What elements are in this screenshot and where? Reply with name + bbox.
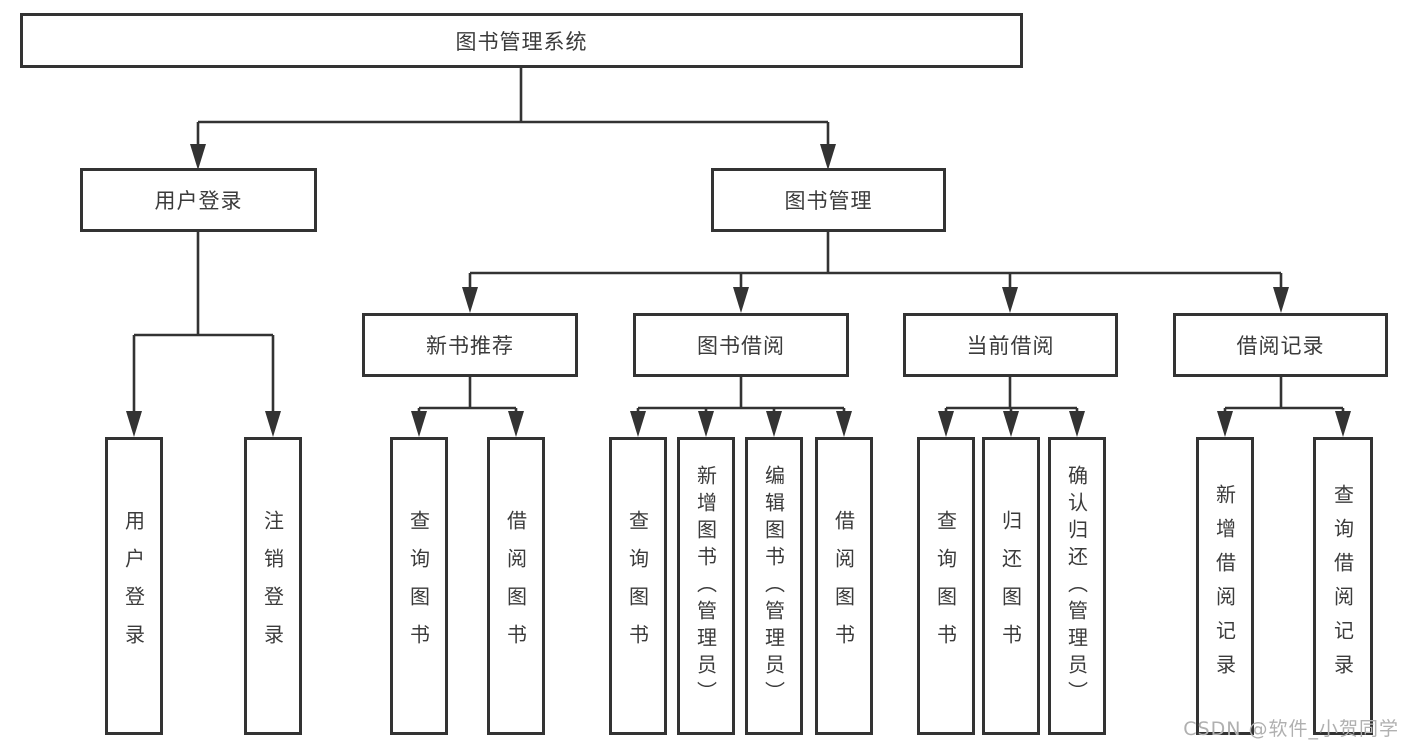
leaf-confirm-return-admin: 确认归还（管理员） (1048, 437, 1106, 735)
leaf-borrow-book: 借阅图书 (815, 437, 873, 735)
node-book-borrow: 图书借阅 (633, 313, 849, 377)
leaf-query-book-recommend-label: 查询图书 (406, 510, 431, 662)
leaf-query-book-borrow: 查询图书 (609, 437, 667, 735)
leaf-edit-book-admin: 编辑图书（管理员） (745, 437, 803, 735)
leaf-return-book: 归还图书 (982, 437, 1040, 735)
node-borrow-records: 借阅记录 (1173, 313, 1388, 377)
leaf-query-book-current: 查询图书 (917, 437, 975, 735)
csdn-watermark: CSDN @软件_小贺同学 (1183, 718, 1399, 740)
node-book-management: 图书管理 (711, 168, 946, 232)
leaf-borrow-book-label: 借阅图书 (831, 510, 856, 662)
node-user-login: 用户登录 (80, 168, 317, 232)
leaf-edit-book-admin-label: 编辑图书（管理员） (761, 464, 786, 708)
node-current-borrow-label: 当前借阅 (966, 334, 1055, 358)
node-new-book-recommend: 新书推荐 (362, 313, 578, 377)
leaf-user-login: 用户登录 (105, 437, 163, 735)
leaf-query-borrow-record: 查询借阅记录 (1313, 437, 1373, 735)
leaf-borrow-book-recommend-label: 借阅图书 (503, 510, 528, 662)
leaf-logout: 注销登录 (244, 437, 302, 735)
leaf-query-borrow-record-label: 查询借阅记录 (1330, 484, 1355, 688)
leaf-add-book-admin-label: 新增图书（管理员） (693, 464, 718, 708)
node-borrow-records-label: 借阅记录 (1236, 334, 1325, 358)
node-user-login-label: 用户登录 (154, 189, 243, 213)
leaf-add-book-admin: 新增图书（管理员） (677, 437, 735, 735)
leaf-query-book-borrow-label: 查询图书 (625, 510, 650, 662)
leaf-query-book-current-label: 查询图书 (933, 510, 958, 662)
leaf-add-borrow-record-label: 新增借阅记录 (1212, 484, 1237, 688)
node-root-label: 图书管理系统 (455, 29, 588, 54)
leaf-borrow-book-recommend: 借阅图书 (487, 437, 545, 735)
node-root-system: 图书管理系统 (20, 13, 1023, 68)
leaf-user-login-label: 用户登录 (121, 510, 146, 662)
arrowheads (126, 144, 1351, 437)
node-new-book-recommend-label: 新书推荐 (426, 334, 514, 358)
node-current-borrow: 当前借阅 (903, 313, 1118, 377)
node-book-borrow-label: 图书借阅 (697, 334, 785, 358)
leaf-add-borrow-record: 新增借阅记录 (1196, 437, 1254, 735)
node-book-management-label: 图书管理 (784, 189, 873, 213)
leaf-query-book-recommend: 查询图书 (390, 437, 448, 735)
leaf-logout-label: 注销登录 (260, 510, 285, 662)
leaf-confirm-return-admin-label: 确认归还（管理员） (1064, 464, 1089, 708)
leaf-return-book-label: 归还图书 (998, 510, 1023, 662)
